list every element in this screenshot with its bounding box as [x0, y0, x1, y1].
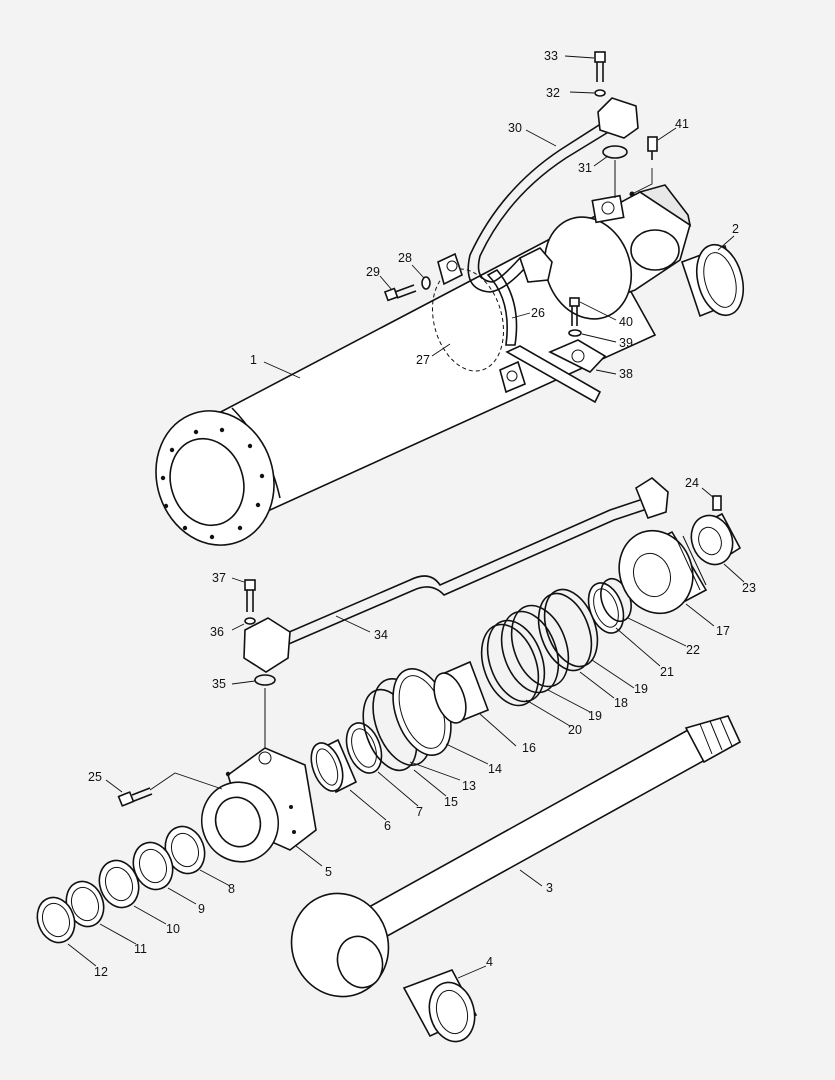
callout-16: 16 [522, 741, 536, 755]
callout-25: 25 [88, 770, 102, 784]
callout-40: 40 [619, 315, 633, 329]
bushing-2 [680, 243, 745, 318]
callout-20: 20 [568, 723, 582, 737]
fitting-41 [631, 136, 658, 195]
callout-21: 21 [660, 665, 674, 679]
callout-4: 4 [486, 955, 493, 969]
callout-14: 14 [488, 762, 502, 776]
callout-28: 28 [398, 251, 412, 265]
callout-34: 34 [374, 628, 388, 642]
callout-3: 3 [546, 881, 553, 895]
callout-10: 10 [166, 922, 180, 936]
o-ring-35 [254, 674, 276, 686]
cylinder-tube [155, 216, 657, 546]
callout-41: 41 [675, 117, 689, 131]
bolt-40 [568, 297, 582, 337]
callout-27: 27 [416, 353, 430, 367]
callout-17: 17 [716, 624, 730, 638]
bolt-37 [244, 579, 256, 625]
callout-15: 15 [444, 795, 458, 809]
piston-rod [290, 715, 742, 998]
pipe-34 [243, 477, 669, 673]
nut-23 [690, 512, 742, 566]
callout-19b: 19 [588, 709, 602, 723]
tube-end-eye [543, 184, 692, 320]
leader-lines [67, 55, 745, 979]
cylinder-head [200, 747, 317, 863]
ring-7 [345, 722, 383, 774]
piston-17 [618, 529, 708, 615]
callout-35: 35 [212, 677, 226, 691]
callout-9: 9 [198, 902, 205, 916]
o-ring-31 [602, 145, 628, 159]
callout-32: 32 [546, 86, 560, 100]
bolt-29 [383, 276, 431, 302]
callout-18: 18 [614, 696, 628, 710]
callout-2: 2 [732, 222, 739, 236]
callout-38: 38 [619, 367, 633, 381]
callout-24: 24 [685, 476, 699, 490]
callout-33: 33 [544, 49, 558, 63]
callout-37: 37 [212, 571, 226, 585]
rings-21-22 [587, 577, 632, 634]
callout-23: 23 [742, 581, 756, 595]
callout-36: 36 [210, 625, 224, 639]
callout-7: 7 [416, 805, 423, 819]
rings-18-20 [480, 588, 599, 707]
callout-1: 1 [250, 353, 257, 367]
spacer-16 [433, 660, 490, 724]
bushing-4 [402, 969, 478, 1043]
callout-30: 30 [508, 121, 522, 135]
callout-31: 31 [578, 161, 592, 175]
callout-22: 22 [686, 643, 700, 657]
callout-11: 11 [134, 942, 147, 956]
seal-stack-left [36, 825, 206, 944]
pipe-30 [467, 97, 639, 293]
callout-13: 13 [462, 779, 476, 793]
callout-6: 6 [384, 819, 391, 833]
callout-5: 5 [325, 865, 332, 879]
bracket-38 [505, 339, 607, 404]
callout-19a: 19 [634, 682, 648, 696]
callout-26: 26 [531, 306, 545, 320]
bushing-6 [310, 738, 358, 794]
tube-clamp [432, 252, 526, 394]
screw-24 [712, 495, 722, 511]
callout-8: 8 [228, 882, 235, 896]
bolt-25 [117, 772, 223, 807]
callout-labels: 1 2 3 4 5 6 7 8 9 10 11 12 13 14 15 16 1… [88, 49, 756, 979]
callout-12: 12 [94, 965, 108, 979]
callout-29: 29 [366, 265, 380, 279]
bolt-33 [594, 51, 606, 97]
callout-39: 39 [619, 336, 633, 350]
